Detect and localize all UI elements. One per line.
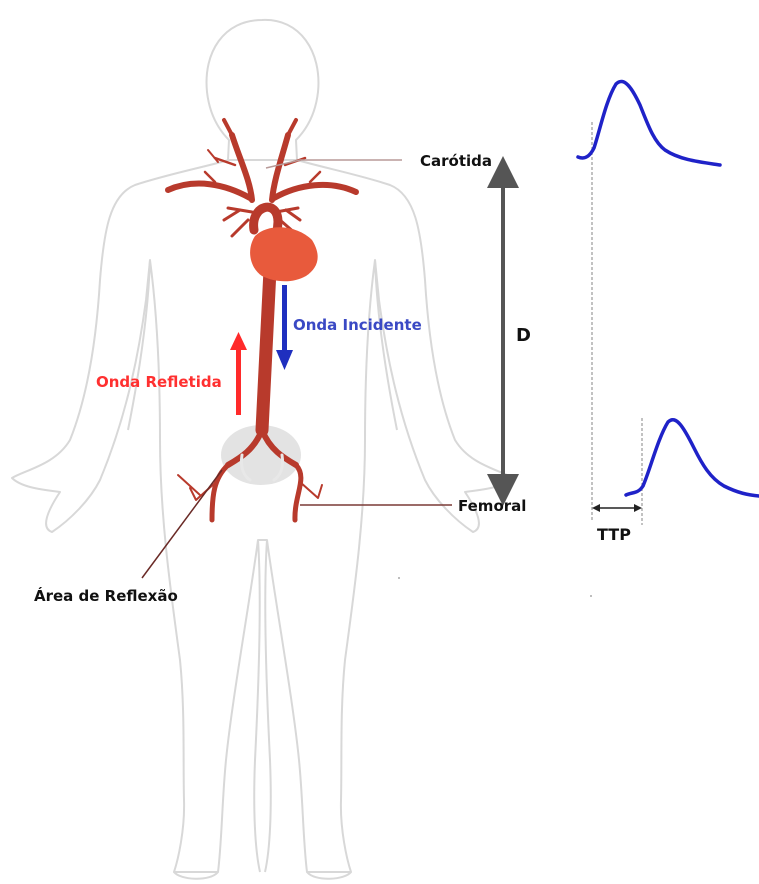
reflected-wave-arrow (230, 332, 247, 415)
carotid-label: Carótida (420, 152, 492, 170)
incident-wave-label: Onda Incidente (293, 316, 422, 334)
femoral-label: Femoral (458, 497, 526, 515)
distance-label: D (516, 325, 531, 346)
timing-reference-lines (592, 122, 642, 525)
speck (398, 577, 400, 579)
incident-wave-arrow (276, 285, 293, 370)
reflection-area-label: Área de Reflexão (34, 586, 178, 605)
reflected-wave-label: Onda Refletida (96, 373, 222, 391)
femoral-waveform (626, 420, 759, 496)
heart-organ (250, 227, 318, 281)
ttp-label: TTP (597, 525, 631, 544)
ttp-arrow (592, 504, 642, 512)
speck (590, 595, 592, 597)
carotid-waveform (578, 81, 720, 165)
